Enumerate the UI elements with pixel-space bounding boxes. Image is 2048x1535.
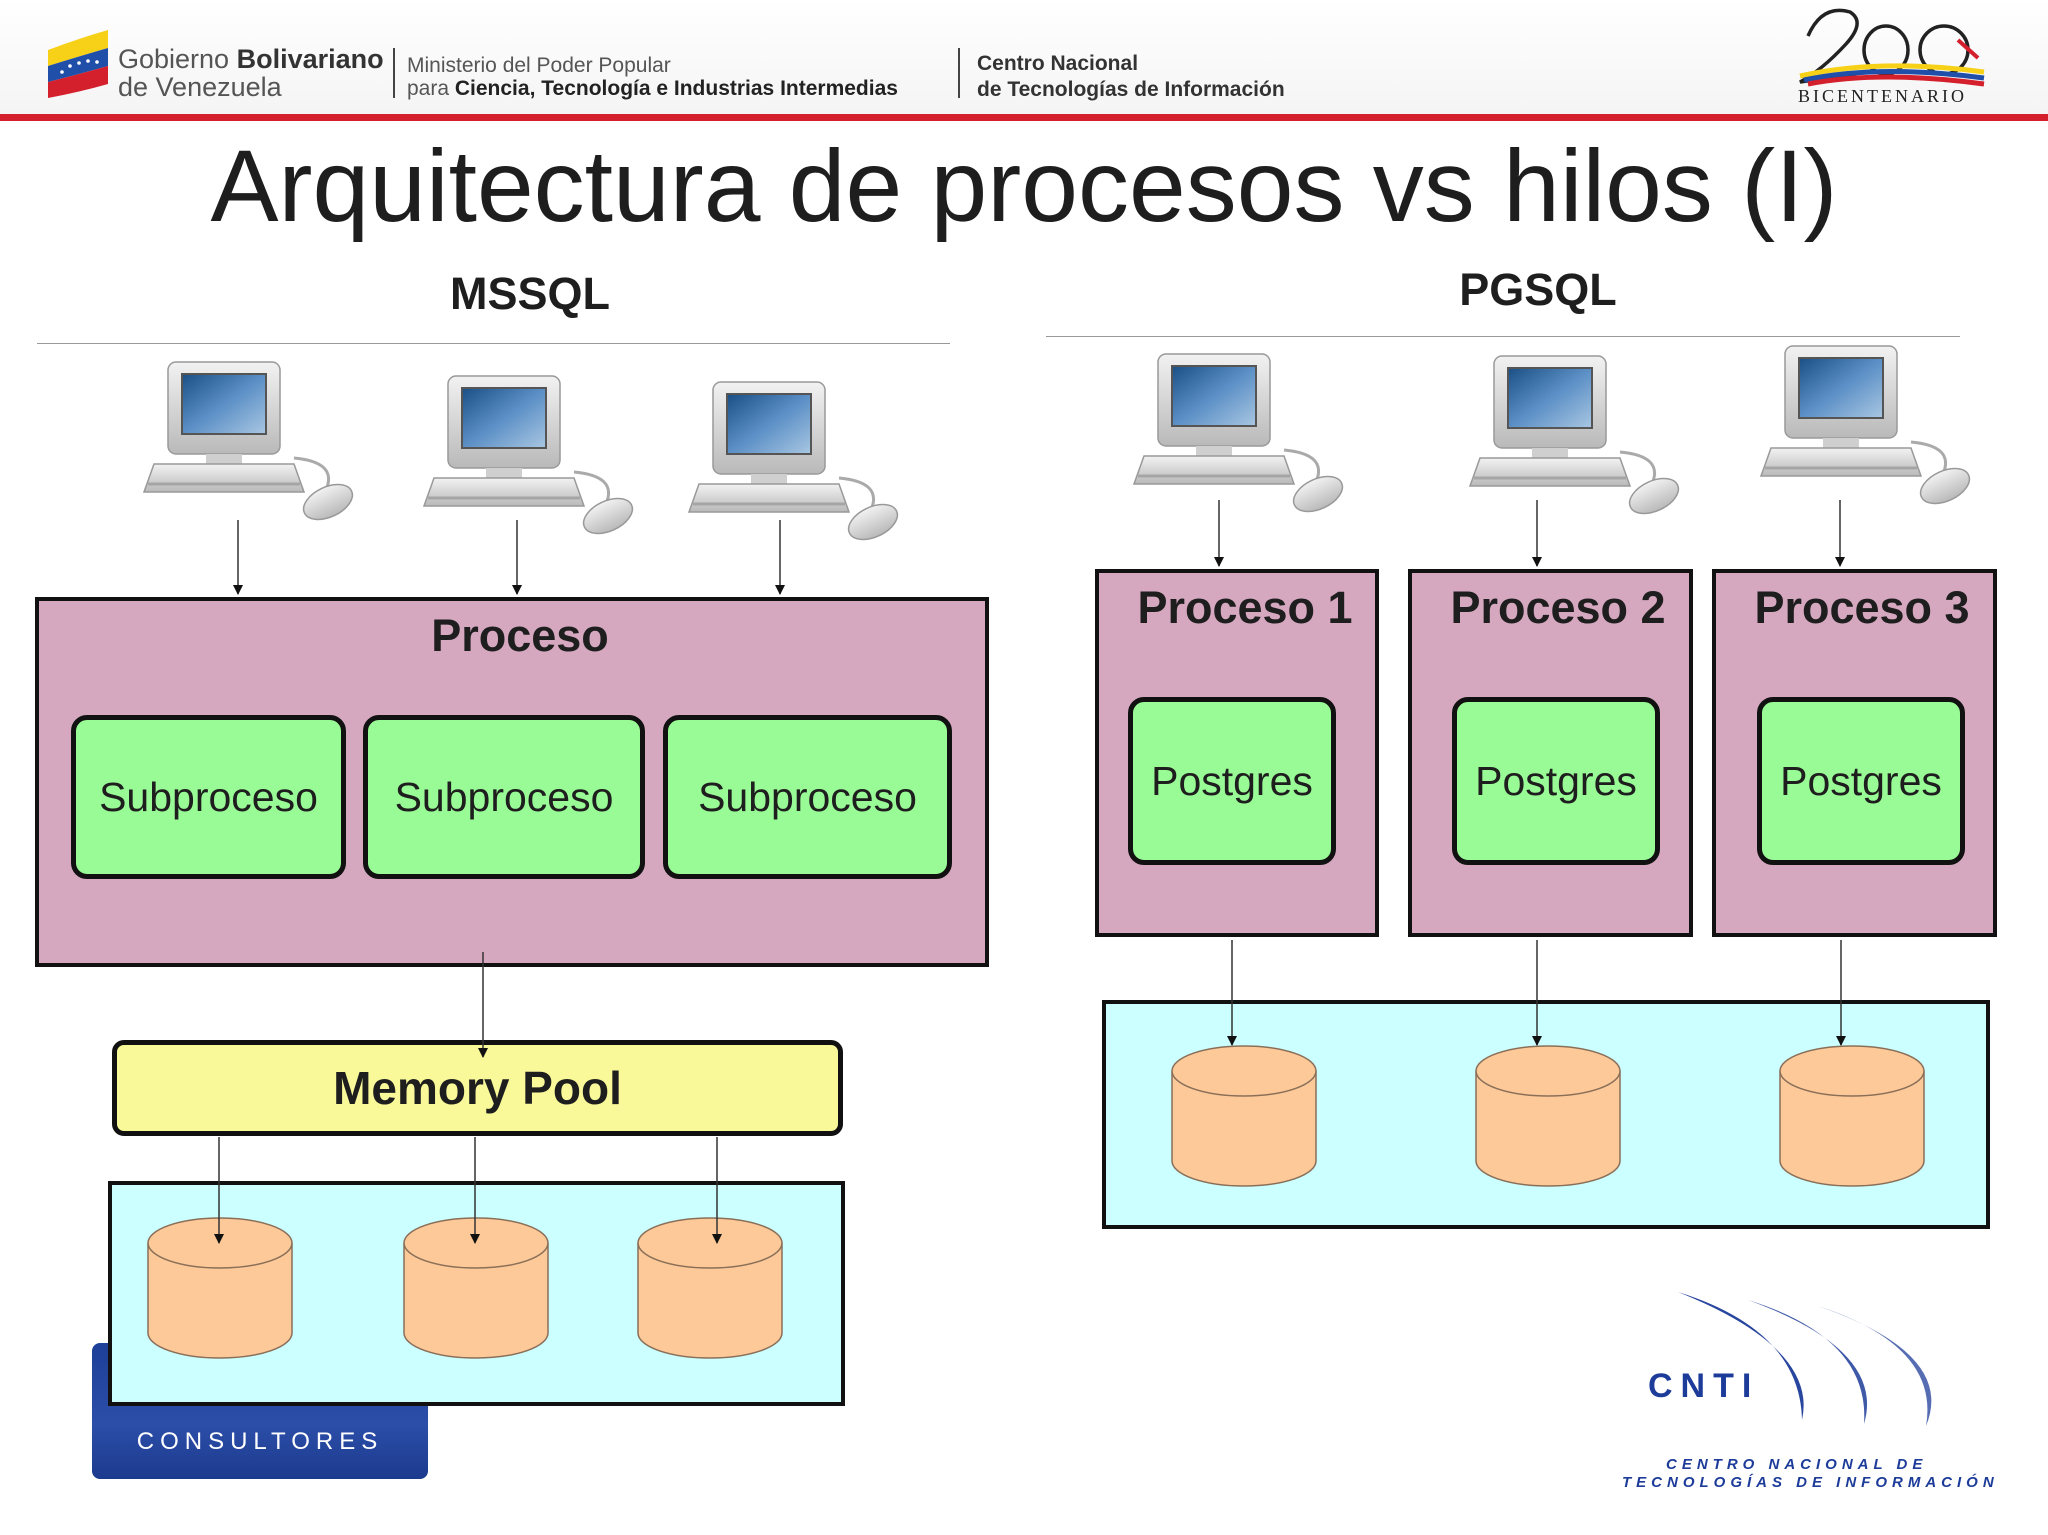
pgsql-process-label: Proceso 3 — [1754, 582, 1970, 633]
subprocess-box: Subproceso — [663, 715, 952, 879]
pgsql-process-label: Proceso 1 — [1137, 582, 1353, 633]
postgres-box: Postgres — [1452, 697, 1660, 865]
computer-icon — [1759, 344, 1977, 513]
database-icon — [147, 1217, 293, 1359]
centro-text-line1: Centro Nacional — [977, 52, 1139, 75]
database-icon — [1779, 1045, 1925, 1187]
gov-text-line1: Gobierno Bolivariano — [118, 44, 384, 74]
header-separator — [393, 48, 395, 98]
header-separator — [958, 48, 960, 98]
slide-title: Arquitectura de procesos vs hilos (I) — [210, 129, 1838, 243]
computer-icon — [1132, 352, 1350, 521]
centro-text-line2: de Tecnologías de Información — [977, 78, 1285, 101]
memory-pool-box: Memory Pool — [112, 1040, 843, 1136]
mssql-divider — [37, 343, 950, 344]
header-bar — [0, 0, 2048, 118]
cnti-subtitle-line2: TECNOLOGÍAS DE INFORMACIÓN — [1622, 1474, 1999, 1491]
subprocess-box: Subproceso — [71, 715, 346, 879]
pgsql-label: PGSQL — [1459, 264, 1617, 315]
mssql-label: MSSQL — [449, 268, 610, 319]
database-icon — [1475, 1045, 1621, 1187]
computer-icon — [142, 360, 360, 529]
computer-icon — [687, 380, 905, 549]
postgres-box: Postgres — [1128, 697, 1336, 865]
database-icon — [1171, 1045, 1317, 1187]
pgsql-divider — [1046, 336, 1960, 337]
bicentenario-label: BICENTENARIO — [1798, 86, 1967, 106]
postgres-box: Postgres — [1757, 697, 1965, 865]
cnti-subtitle-line1: CENTRO NACIONAL DE — [1666, 1456, 1928, 1473]
venezuela-flag-icon — [48, 30, 108, 98]
cnti-logo-text: CNTI — [1648, 1367, 1760, 1405]
database-icon — [403, 1217, 549, 1359]
gov-text-line2: de Venezuela — [118, 72, 282, 102]
database-icon — [637, 1217, 783, 1359]
computer-icon — [1468, 354, 1686, 523]
emacs-logo-text: CONSULTORES — [136, 1428, 384, 1455]
pgsql-process-label: Proceso 2 — [1450, 582, 1666, 633]
header-graphics — [48, 8, 1985, 98]
bicentenario-logo-icon — [1799, 8, 1985, 87]
computer-icon — [422, 374, 640, 543]
header-accent-line — [0, 114, 2048, 121]
ministry-text-line2: para Ciencia, Tecnología e Industrias In… — [407, 77, 898, 100]
mssql-process-label: Proceso — [431, 610, 609, 661]
subprocess-box: Subproceso — [363, 715, 645, 879]
ministry-text-line1: Ministerio del Poder Popular — [407, 54, 671, 77]
